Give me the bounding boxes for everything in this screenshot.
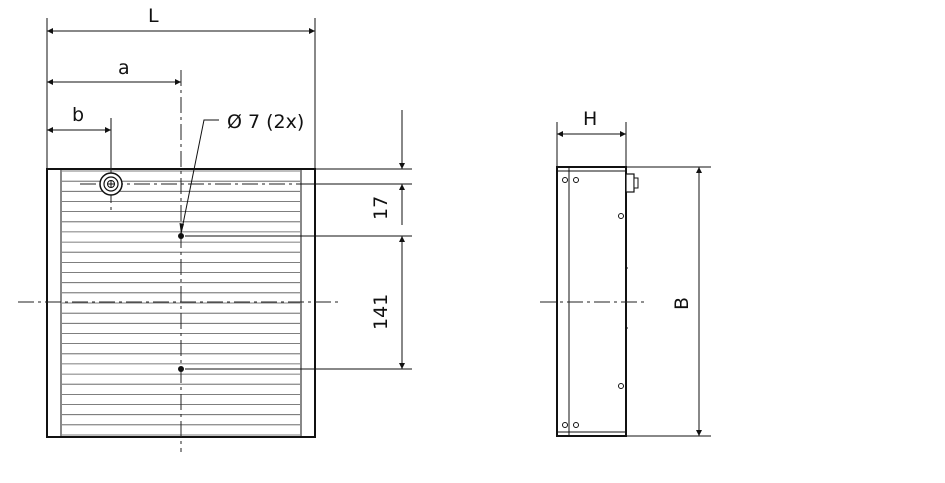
side-connector: [625, 173, 635, 193]
side-screws: [562, 177, 624, 428]
front-view: L a b Ø 7 (2x) 17 141: [18, 5, 412, 452]
hole-callout-text: Ø 7 (2x): [227, 111, 304, 133]
mounting-hole-upper: [178, 233, 184, 239]
dimension-label-B: B: [671, 297, 693, 310]
mounting-hole-lower: [178, 366, 184, 372]
dimension-label-H: H: [583, 108, 597, 130]
dimension-label-a: a: [118, 57, 130, 79]
dimension-label-141: 141: [370, 294, 392, 330]
dimension-label-17: 17: [370, 196, 392, 220]
side-view: H B: [540, 108, 711, 437]
dimension-label-b: b: [72, 104, 84, 126]
connector-fitting: [80, 160, 300, 212]
dimension-label-L: L: [148, 5, 159, 27]
hole-callout-leader: [180, 119, 219, 235]
